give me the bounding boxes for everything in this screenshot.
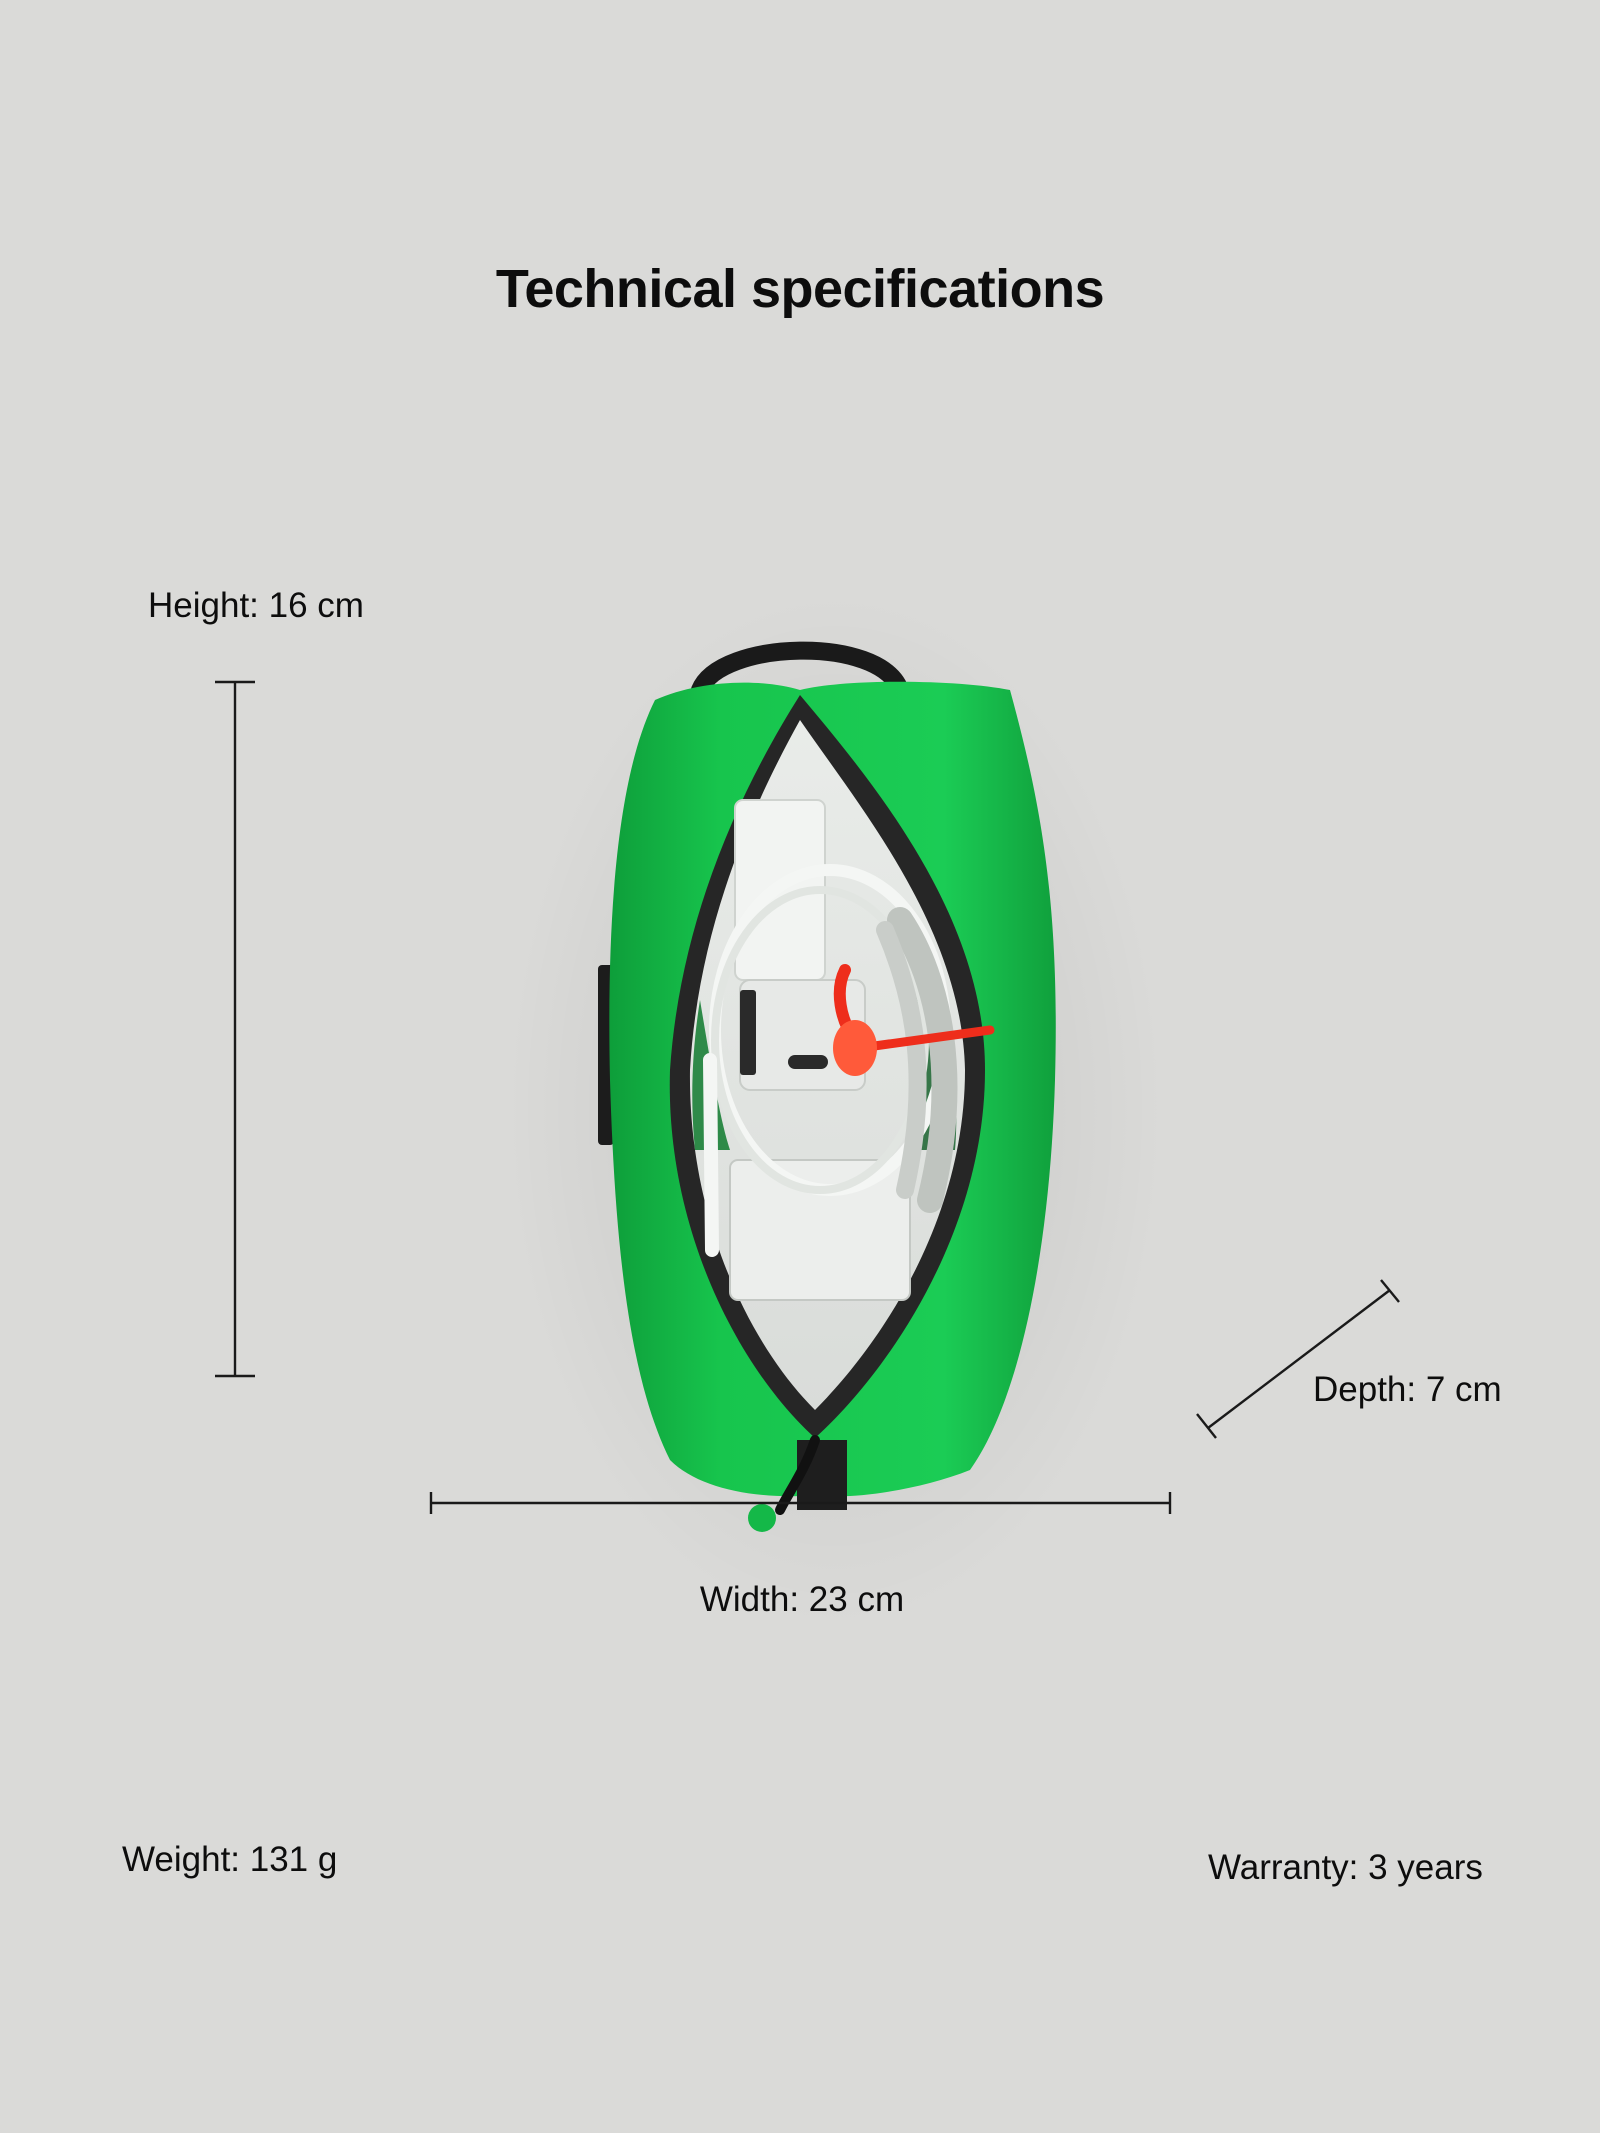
weight-spec: Weight: 131 g	[122, 1840, 338, 1879]
red-cable	[855, 1025, 995, 1053]
width-dimension-line	[429, 1492, 1172, 1514]
depth-spec: Depth: 7 cm	[1313, 1370, 1502, 1409]
usb-port	[788, 1055, 828, 1069]
page-title: Technical specifications	[495, 259, 1105, 319]
warranty-spec: Warranty: 3 years	[1208, 1848, 1483, 1887]
handle-loop	[691, 641, 909, 699]
zipper-pull-bead	[748, 1504, 776, 1532]
depth-dimension-line	[1196, 1279, 1400, 1439]
height-spec: Height: 16 cm	[148, 586, 364, 625]
orange-earbud	[833, 1020, 877, 1076]
height-dimension-line	[215, 680, 255, 1378]
